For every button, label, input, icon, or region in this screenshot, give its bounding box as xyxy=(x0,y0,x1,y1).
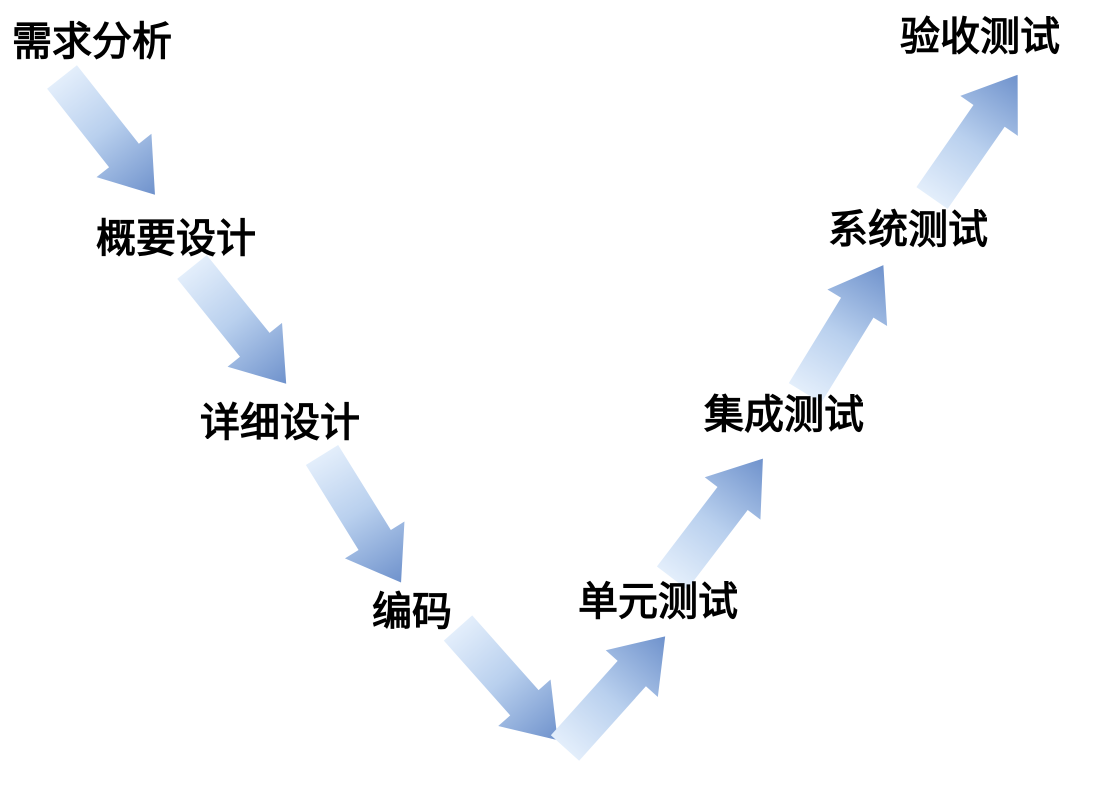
arrow-bottom-to-unit-test xyxy=(550,636,666,761)
arrow-outline-to-detailed xyxy=(177,255,287,384)
arrow-unit-to-integration-test xyxy=(656,458,763,590)
arrow-requirements-to-outline xyxy=(47,65,155,195)
stage-label-integration-test: 集成测试 xyxy=(703,392,864,438)
stage-label-coding: 编码 xyxy=(372,589,452,635)
stage-label-acceptance-test: 验收测试 xyxy=(900,14,1060,60)
arrow-integration-to-system-test xyxy=(788,265,888,403)
arrow-detailed-to-coding xyxy=(305,444,405,583)
stage-label-requirements-analysis: 需求分析 xyxy=(12,19,172,65)
stage-label-outline-design: 概要设计 xyxy=(96,216,256,262)
stage-label-unit-test: 单元测试 xyxy=(578,579,738,625)
arrow-coding-to-bottom xyxy=(443,615,558,741)
arrow-system-to-acceptance-test xyxy=(916,74,1018,209)
stage-label-system-test: 系统测试 xyxy=(828,207,988,253)
stage-label-detailed-design: 详细设计 xyxy=(200,400,360,446)
